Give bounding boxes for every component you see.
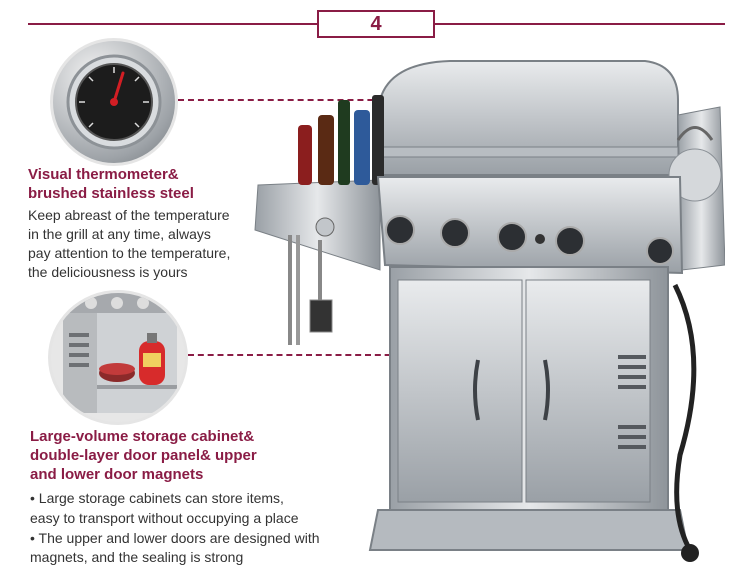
thermometer-connector-line (178, 99, 503, 101)
feature-1-desc-line-2: in the grill at any time, always (28, 226, 211, 242)
feature-1-desc-line-3: pay attention to the temperature, (28, 245, 231, 261)
storage-cabinet-icon (51, 293, 185, 413)
header-line-left (28, 23, 317, 25)
feature-2-title-line-3: and lower door magnets (30, 466, 204, 483)
feature-1-title-line-1: Visual thermometer& (28, 166, 179, 183)
feature-2-desc-line-1: • Large storage cabinets can store items… (30, 490, 284, 506)
cabinet-closeup (48, 290, 188, 425)
thermometer-closeup (50, 38, 178, 166)
feature-1-desc-line-1: Keep abreast of the temperature (28, 207, 230, 223)
feature-2-title-line-2: double-layer door panel& upper (30, 447, 257, 464)
feature-2-title-line-1: Large-volume storage cabinet& (30, 428, 255, 445)
section-number: 4 (317, 10, 435, 38)
cabinet-connector-line (188, 354, 430, 356)
feature-2-desc-line-4: magnets, and the sealing is strong (30, 549, 244, 565)
feature-1-desc-line-4: the deliciousness is yours (28, 264, 188, 280)
header-line-right (435, 23, 725, 25)
feature-1-title-line-2: brushed stainless steel (28, 185, 194, 202)
gas-grill-icon (254, 60, 725, 562)
feature-2-desc-line-3: • The upper and lower doors are designed… (30, 530, 320, 546)
thermometer-gauge-icon (66, 54, 162, 150)
feature-2-desc-line-2: easy to transport without occupying a pl… (30, 510, 299, 526)
